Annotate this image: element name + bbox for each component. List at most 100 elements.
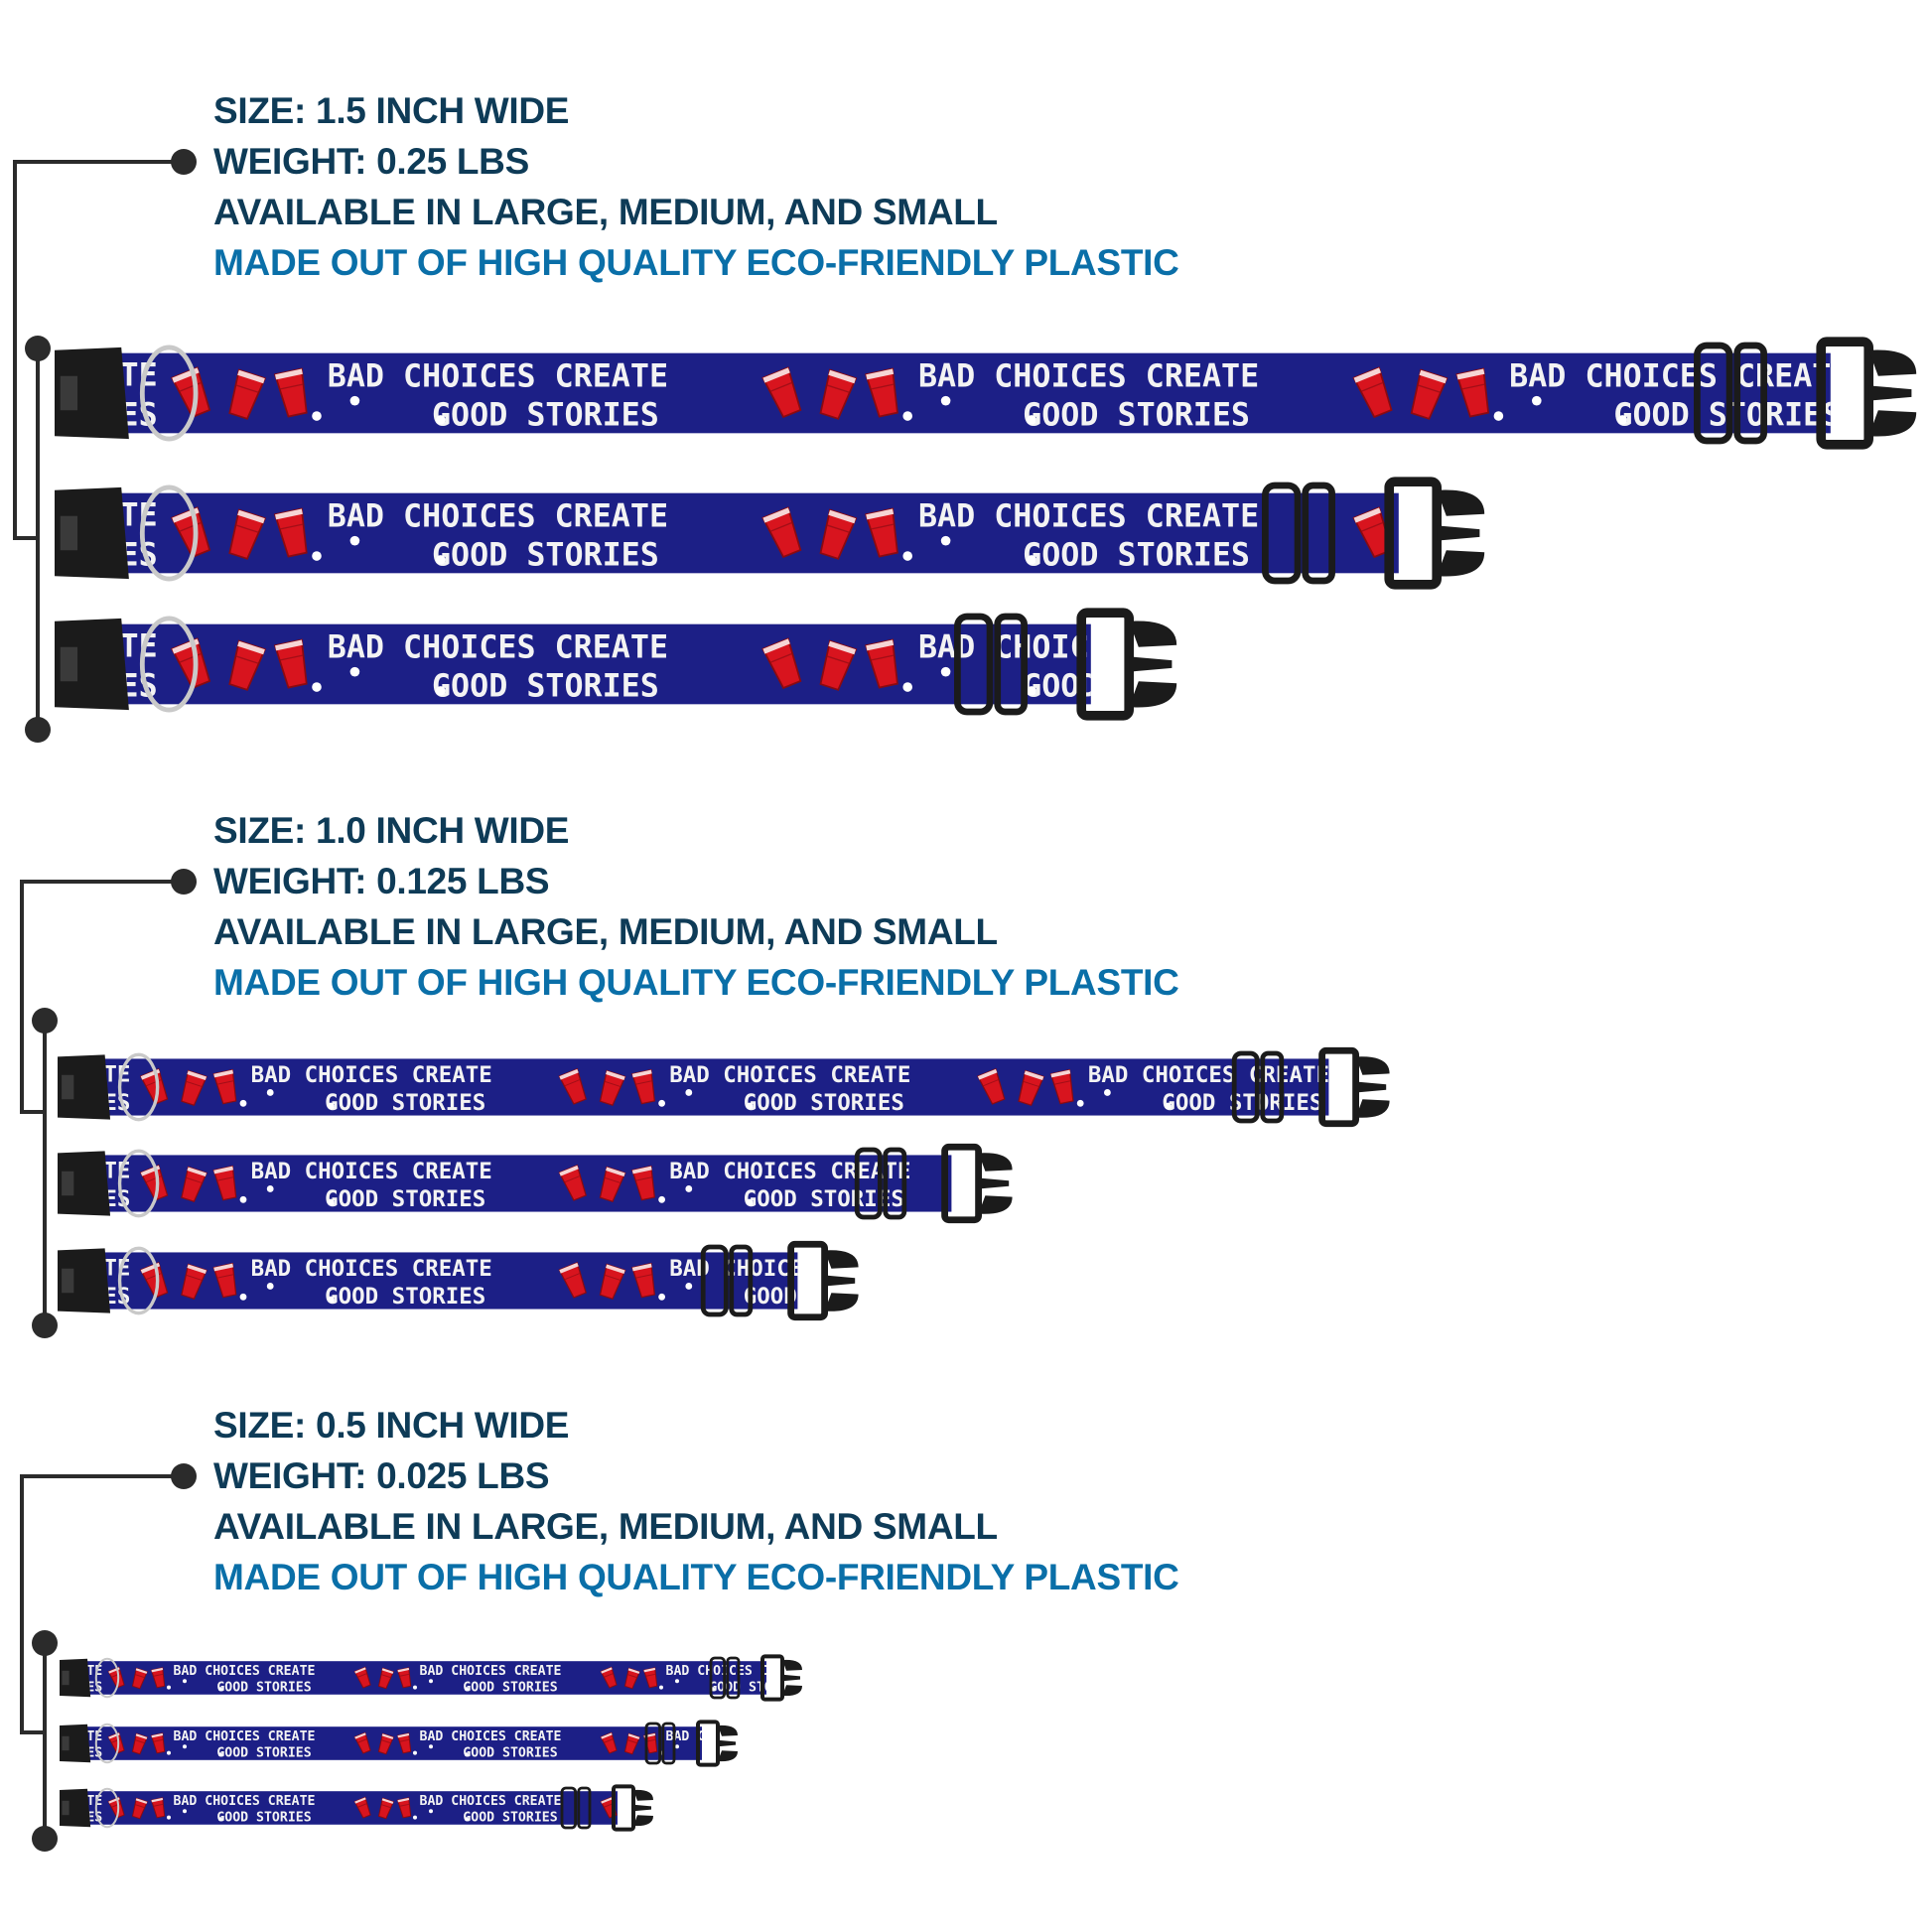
buckle-female xyxy=(60,1788,91,1828)
buckle-female xyxy=(60,1658,91,1698)
red-cup-icon xyxy=(761,637,802,690)
d-ring xyxy=(117,1149,160,1218)
red-cup-icon xyxy=(558,1068,587,1105)
buckle-female xyxy=(58,1248,111,1313)
buckle-female xyxy=(55,486,129,580)
strap-print-line1: BAD CHOICES CREATE xyxy=(420,1729,562,1744)
strap-print-line1: BAD CHOICES CREATE xyxy=(251,1062,492,1088)
d-ring xyxy=(94,1787,120,1829)
d-ring xyxy=(139,616,199,713)
red-cup-icon xyxy=(819,508,858,560)
red-cup-icon xyxy=(865,507,898,558)
size-spec: SIZE: 1.5 INCH WIDE xyxy=(213,90,570,131)
red-cup-icon xyxy=(599,1069,626,1107)
buckle-female xyxy=(58,1151,111,1216)
red-cup-icon xyxy=(819,639,858,691)
collar-strap xyxy=(121,352,1831,434)
red-cup-icon xyxy=(228,368,267,420)
strap-edge-text: TE xyxy=(120,497,158,533)
red-cup-icon xyxy=(631,1165,655,1201)
buckle-female xyxy=(60,1724,91,1763)
strap-print-line1: BAD CHOICES CREATE xyxy=(1509,498,1850,534)
strap-print-line1: BAD CHOICES CREATE xyxy=(174,1729,316,1744)
strap-print-line1: BAD CHOICES CREATE xyxy=(918,629,1259,665)
red-cup-icon xyxy=(600,1731,618,1754)
strap-print-line2: GOOD STORIES xyxy=(432,669,659,705)
d-ring xyxy=(117,1052,160,1122)
red-cup-icon xyxy=(377,1732,394,1755)
collar-strap xyxy=(87,1726,702,1760)
red-cup-icon xyxy=(631,1262,655,1299)
strap-print-line1: BAD CHOICES CREATE xyxy=(666,1664,808,1679)
red-cup-icon xyxy=(150,1797,166,1819)
slider-loop xyxy=(709,1656,727,1700)
slider-loop xyxy=(644,1722,662,1765)
strap-print-line1: BAD CHOICES CREATE xyxy=(918,358,1259,394)
availability-spec: AVAILABLE IN LARGE, MEDIUM, AND SMALL xyxy=(213,1506,998,1547)
weight-spec: WEIGHT: 0.25 LBS xyxy=(213,141,529,182)
strap-print-line2: GOOD STORIES xyxy=(325,1186,485,1212)
red-cup-icon xyxy=(558,1262,587,1299)
red-cup-icon xyxy=(1352,366,1393,419)
strap-print-line2: GOOD STORIES xyxy=(1023,398,1250,434)
red-cup-icon xyxy=(396,1732,412,1754)
red-cup-icon xyxy=(396,1797,412,1819)
strap-print-line2: GOOD STORIES xyxy=(325,1090,485,1116)
availability-spec: AVAILABLE IN LARGE, MEDIUM, AND SMALL xyxy=(213,192,998,232)
buckle-female xyxy=(55,618,129,711)
strap-print-line2: GOOD STORIES xyxy=(1613,538,1841,574)
strap-print-line1: BAD CHOICES CREATE xyxy=(420,1794,562,1809)
d-ring xyxy=(117,1246,160,1315)
strap-print-line1: BAD CHOICES CREATE xyxy=(669,1062,910,1088)
red-cup-icon xyxy=(107,1731,125,1754)
collar-strap xyxy=(87,1791,618,1825)
red-cup-icon xyxy=(642,1667,658,1689)
strap-print-line2: GOOD STORIES xyxy=(432,398,659,434)
red-cup-icon xyxy=(150,1667,166,1689)
strap-print-line1: BAD CHOICES CREATE xyxy=(669,1159,910,1184)
buckle-female xyxy=(58,1054,111,1120)
spec-list: SIZE: 0.5 INCH WIDE WEIGHT: 0.025 LBS AV… xyxy=(213,1400,1179,1602)
slider-loop xyxy=(854,1147,883,1220)
red-cup-icon xyxy=(977,1068,1006,1105)
red-cup-icon xyxy=(623,1732,640,1755)
strap-print-line2: GOOD STORIES xyxy=(216,1681,311,1696)
strap-print-line2: GOOD STORIES xyxy=(1613,398,1841,434)
red-cup-icon xyxy=(599,1263,626,1301)
strap-print-line1: BAD CHOICES CREATE xyxy=(251,1256,492,1282)
strap-print-line2: GOOD STORIES xyxy=(709,1811,803,1826)
strap-print-line2: GOOD STORIES xyxy=(216,1811,311,1826)
red-cup-icon xyxy=(865,367,898,418)
slider-loop xyxy=(1231,1050,1260,1124)
red-cup-icon xyxy=(761,366,802,419)
weight-spec: WEIGHT: 0.125 LBS xyxy=(213,861,550,901)
strap-print-line1: BAD CHOICES CREATE xyxy=(1088,1062,1329,1088)
strap-edge-text: TE xyxy=(120,628,158,664)
red-cup-icon xyxy=(1455,367,1490,418)
strap-print-line1: BAD CHOICES CREATE xyxy=(420,1664,562,1679)
spec-list: SIZE: 1.5 INCH WIDE WEIGHT: 0.25 LBS AVA… xyxy=(213,85,1179,288)
strap-print-line1: BAD CHOICES CREATE xyxy=(328,498,668,534)
strap-print-line2: GOOD STORIES xyxy=(744,1090,904,1116)
collar-strap xyxy=(104,1155,952,1212)
red-cup-icon xyxy=(150,1732,166,1754)
slider-loop xyxy=(1694,342,1733,445)
strap-print-line2: GOOD STORIES xyxy=(432,538,659,574)
spec-bracket-connector xyxy=(20,1463,197,1852)
spec-list: SIZE: 1.0 INCH WIDE WEIGHT: 0.125 LBS AV… xyxy=(213,805,1179,1008)
strap-edge-text: TE xyxy=(86,1729,102,1744)
strap-print-line2: GOOD STORIES xyxy=(216,1746,311,1761)
d-ring xyxy=(94,1723,120,1764)
strap-print-line2: GOOD STORIES xyxy=(463,1681,557,1696)
strap-print-line1: BAD CHOICES CREATE xyxy=(328,358,668,394)
red-cup-icon xyxy=(377,1667,394,1690)
red-cup-icon xyxy=(761,506,802,559)
strap-print-line2: GOOD STORIES xyxy=(463,1746,557,1761)
strap-edge-text: TE xyxy=(103,1062,130,1088)
strap-print-line1: BAD CHOICES CREATE xyxy=(1509,358,1850,394)
collar-strap xyxy=(121,492,1399,574)
red-cup-icon xyxy=(273,507,308,558)
